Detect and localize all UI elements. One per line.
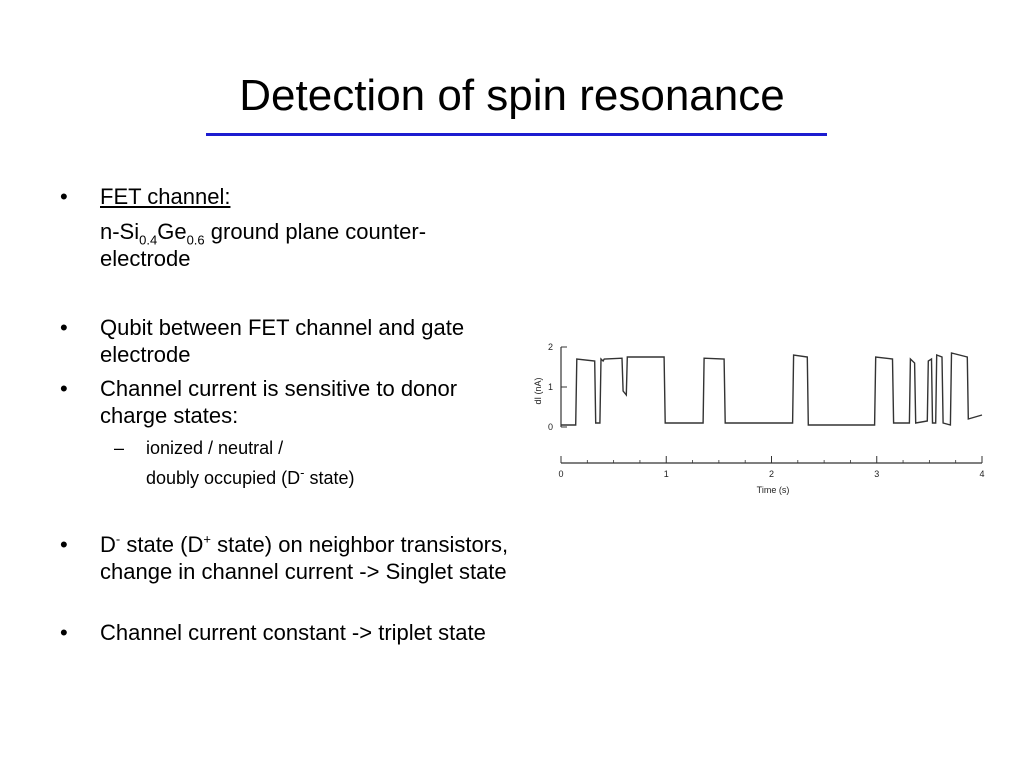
fet-channel-line3: electrode xyxy=(100,246,191,271)
y-tick-label: 2 xyxy=(548,342,553,352)
bullet-dot: • xyxy=(60,620,68,645)
current-trace-chart: 0 1 2 0 1 2 3 4 dI (nA) Time (s) xyxy=(533,342,985,495)
x-tick-label: 2 xyxy=(769,469,774,479)
slide-title: Detection of spin resonance xyxy=(239,71,785,120)
channel-current-text: Channel current is sensitive to donor ch… xyxy=(100,376,458,428)
subbullet-dash: – xyxy=(114,438,125,458)
current-trace-line xyxy=(561,352,983,426)
bullet-dot: • xyxy=(60,315,68,340)
bullet-dot: • xyxy=(60,532,68,557)
fet-channel-formula: n-Si0.4Ge0.6 ground plane counter- xyxy=(100,219,427,248)
trace-area xyxy=(561,352,983,426)
x-tick-label: 1 xyxy=(664,469,669,479)
fet-channel-heading: FET channel: xyxy=(100,184,231,209)
charge-states-line2: doubly occupied (D- state) xyxy=(146,465,355,488)
y-tick-label: 0 xyxy=(548,422,553,432)
y-axis-label: dI (nA) xyxy=(533,377,543,404)
bullet-dot: • xyxy=(60,184,68,209)
x-tick-label: 4 xyxy=(979,469,984,479)
x-tick-label: 3 xyxy=(874,469,879,479)
triplet-text: Channel current constant -> triplet stat… xyxy=(100,620,486,645)
current-trace-figure: 0 1 2 0 1 2 3 4 dI (nA) Time (s) xyxy=(528,338,998,503)
bullet-dot: • xyxy=(60,376,68,401)
title-underline xyxy=(206,133,827,136)
x-tick-label: 0 xyxy=(558,469,563,479)
y-axis: 0 1 2 xyxy=(548,342,567,432)
x-axis: 0 1 2 3 4 xyxy=(558,456,985,479)
charge-states-line1: ionized / neutral / xyxy=(146,438,284,458)
qubit-text: Qubit between FET channel and gate elect… xyxy=(100,315,465,367)
y-tick-label: 1 xyxy=(548,382,553,392)
d-minus-text: D- state (D+ state) on neighbor transist… xyxy=(100,531,509,584)
x-axis-label: Time (s) xyxy=(757,485,790,495)
